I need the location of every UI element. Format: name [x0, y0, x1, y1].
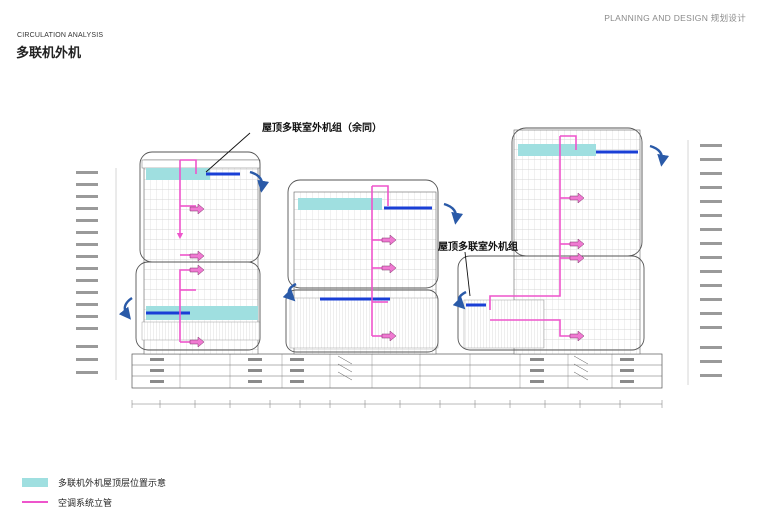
legend-item-roof-units: 多联机外机屋顶层位置示意: [22, 474, 166, 490]
podium-base: [131, 353, 663, 389]
legend-item-riser: 空调系统立管: [22, 494, 166, 510]
legend: 多联机外机屋顶层位置示意 空调系统立管: [22, 474, 166, 514]
right-level-scale: [687, 140, 722, 385]
roof-unit-bars: [146, 150, 638, 315]
section-kicker: CIRCULATION ANALYSIS: [17, 32, 104, 39]
roof-unit-area: [146, 306, 258, 320]
building-b: [285, 179, 439, 355]
pink-line-icon: [22, 501, 48, 503]
roof-unit-area: [518, 144, 596, 156]
roof-unit-area: [298, 198, 382, 210]
header-brand-text: PLANNING AND DESIGN 规划设计: [604, 13, 746, 23]
roof-unit-area: [146, 168, 210, 180]
callout-roof-units-same: 屋顶多联室外机组（余同）: [262, 123, 382, 134]
dimension-line: [131, 400, 663, 408]
callout-roof-units: 屋顶多联室外机组: [438, 242, 518, 253]
left-level-scale: [76, 168, 117, 380]
cyan-swatch-icon: [22, 477, 48, 487]
right-arrow-icon: [189, 192, 585, 348]
legend-label: 多联机外机屋顶层位置示意: [58, 477, 167, 488]
page-title: 多联机外机: [16, 45, 82, 60]
callout-leaders: [205, 132, 471, 297]
legend-label: 空调系统立管: [58, 497, 113, 508]
curved-arrow-icon: [118, 144, 670, 320]
